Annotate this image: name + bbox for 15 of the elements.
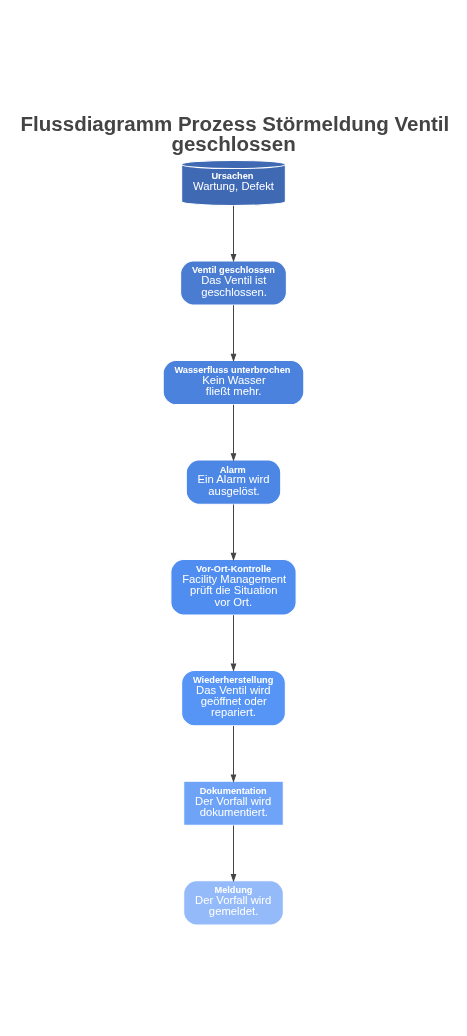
arrow [230, 503, 237, 561]
arrow [230, 404, 237, 462]
arrow [230, 725, 237, 783]
arrow [230, 824, 237, 883]
node-box: Wasserfluss unterbrochen Kein Wasser fließt mehr. [162, 359, 305, 406]
node-box: Dokumentation Der Vorfall wird dokumentiert. [183, 780, 284, 826]
arrow [230, 614, 237, 672]
node-box: Alarm Ein Alarm wird ausgelöst. [185, 459, 282, 505]
arrow [230, 205, 237, 263]
diagram-title: Flussdiagramm Prozess Störmeldung Ventil geschlossen [20, 111, 450, 156]
node-box: Ventil geschlossen Das Ventil ist geschlossen. [180, 260, 287, 306]
node-box: Meldung Der Vorfall wird gemeldet. [183, 880, 284, 926]
node-box: Vor-Ort-Kontrolle Facility Management prüft die Situation vor Ort. [170, 559, 297, 616]
arrow [230, 304, 237, 362]
node-box: Wiederherstellung Das Ventil wird geöffnet oder repariert. [181, 669, 286, 727]
